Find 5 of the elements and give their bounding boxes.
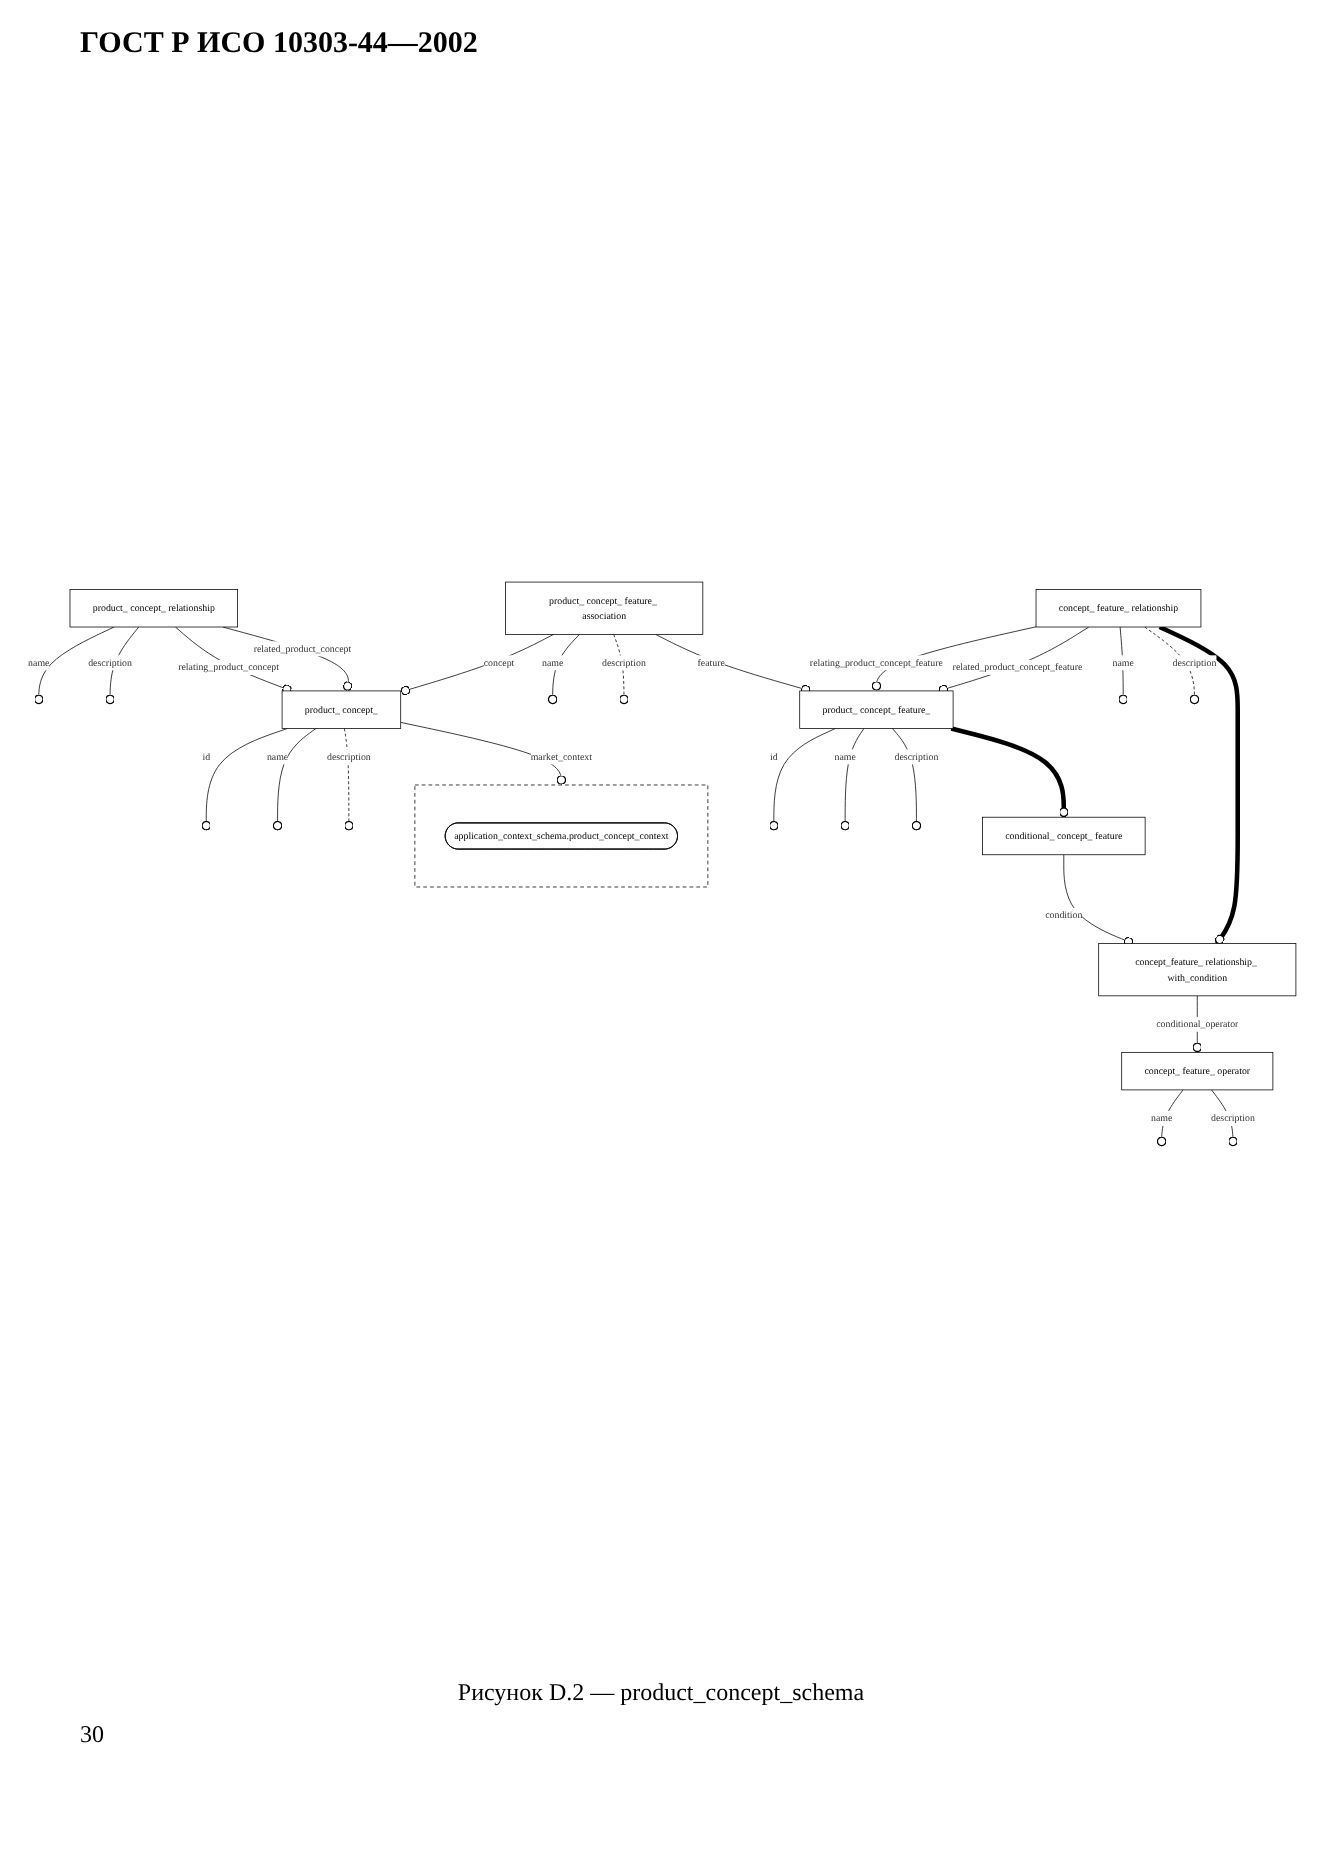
figure-caption: Рисунок D.2 — product_concept_schema xyxy=(455,1678,867,1708)
document-header: ГОСТ Р ИСО 10303-44—2002 xyxy=(78,26,480,64)
page-number: 30 xyxy=(80,1720,104,1748)
attribute-line xyxy=(949,726,1068,818)
attribute-line xyxy=(1157,625,1239,946)
